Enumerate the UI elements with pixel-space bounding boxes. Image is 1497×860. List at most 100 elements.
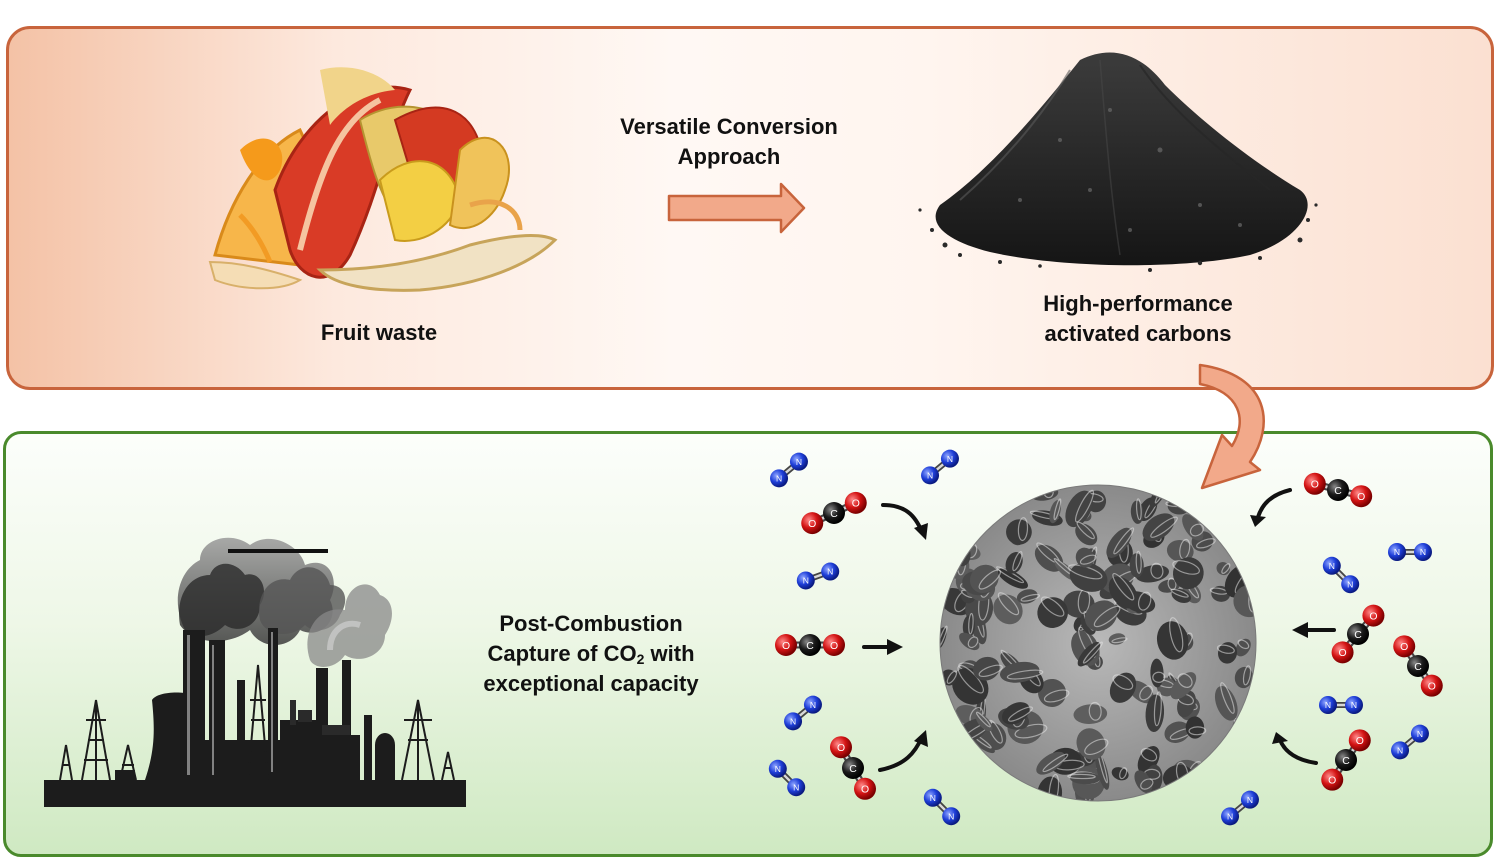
atom-letter: N bbox=[1420, 547, 1426, 557]
sem-pore bbox=[1135, 564, 1169, 583]
sem-pore-edge bbox=[1048, 773, 1060, 801]
fruit-waste-image bbox=[208, 67, 558, 292]
sem-pore-edge bbox=[941, 725, 960, 744]
sem-pore-edge bbox=[1112, 572, 1135, 601]
sem-pore bbox=[1194, 774, 1217, 798]
conversion-approach-label: Versatile Conversion Approach bbox=[579, 112, 879, 172]
co2-molecule: OCO bbox=[1393, 635, 1443, 697]
n2-molecule: NN bbox=[770, 452, 808, 488]
activated-carbon-pile-image bbox=[918, 52, 1318, 272]
sem-pore-edge bbox=[1215, 778, 1235, 796]
sem-pore-edge bbox=[1042, 753, 1069, 773]
sem-pore-edge bbox=[963, 521, 974, 545]
atom-o bbox=[823, 634, 845, 656]
atom-letter: C bbox=[1342, 756, 1350, 767]
sem-pore-edge bbox=[940, 530, 954, 545]
atom-o bbox=[801, 512, 824, 535]
atom-letter: O bbox=[830, 641, 838, 652]
capture-line-2-suffix: with bbox=[644, 641, 695, 666]
atom-n bbox=[803, 695, 822, 714]
atom-letter: O bbox=[1339, 648, 1347, 659]
flow-arrowhead-right bbox=[1292, 622, 1308, 638]
atom-o bbox=[1350, 485, 1373, 508]
flow-arrowhead-top-left bbox=[914, 523, 928, 540]
atom-o bbox=[1420, 674, 1443, 697]
sem-pore bbox=[956, 758, 988, 794]
activated-carbons-label: High-performance activated carbons bbox=[1008, 289, 1268, 349]
sem-pore-edge bbox=[1084, 738, 1109, 756]
sem-pore-edge bbox=[1228, 782, 1242, 796]
sem-pore bbox=[966, 485, 998, 506]
sem-pore-edge bbox=[968, 612, 974, 635]
atom-n bbox=[1319, 696, 1337, 714]
sem-pore-edge bbox=[970, 485, 985, 499]
sem-pore-edge bbox=[940, 708, 953, 730]
sem-pore-edge bbox=[978, 664, 1003, 678]
flow-arrow-curve-bottom-right bbox=[1278, 738, 1318, 765]
sem-pore bbox=[1241, 534, 1255, 548]
capture-line-2-prefix: Capture of CO bbox=[487, 641, 637, 666]
atom-o bbox=[775, 634, 797, 656]
sem-pore bbox=[940, 542, 965, 563]
sem-pore-edge bbox=[987, 719, 1003, 744]
atom-letter: N bbox=[776, 474, 782, 484]
atom-n bbox=[1221, 807, 1240, 826]
atom-letter: N bbox=[827, 567, 833, 577]
capture-line-3: exceptional capacity bbox=[483, 671, 699, 696]
capture-line-2: Capture of CO2 with bbox=[451, 639, 731, 669]
sem-pore-edge bbox=[1111, 637, 1128, 644]
sem-pore-edge bbox=[1243, 758, 1255, 775]
power-plant-image bbox=[44, 537, 466, 807]
atom-letter: N bbox=[810, 700, 816, 710]
sem-pore-edge bbox=[1237, 639, 1250, 650]
atom-n bbox=[1322, 556, 1341, 575]
atom-letter: N bbox=[1417, 729, 1423, 739]
sem-pore-edge bbox=[1139, 685, 1153, 701]
carbon-line-2: activated carbons bbox=[1044, 321, 1232, 346]
sem-pore-edge bbox=[946, 539, 960, 559]
sem-pore-edge bbox=[1112, 674, 1134, 691]
co2-subscript: 2 bbox=[636, 651, 645, 667]
atom-letter: N bbox=[775, 764, 781, 774]
atom-letter: N bbox=[1347, 579, 1353, 589]
sem-pore bbox=[940, 525, 956, 560]
atom-c bbox=[842, 757, 864, 779]
atom-o bbox=[1362, 604, 1385, 627]
sem-pore-edge bbox=[975, 711, 991, 728]
sem-pore-edge bbox=[1167, 577, 1177, 591]
atom-letter: C bbox=[1354, 630, 1362, 641]
atom-letter: O bbox=[782, 641, 790, 652]
sem-pore bbox=[1216, 506, 1233, 530]
atom-o bbox=[1303, 472, 1326, 495]
sem-pore-edge bbox=[1043, 689, 1070, 703]
n2-molecule: NN bbox=[1391, 724, 1429, 760]
atom-letter: O bbox=[1357, 492, 1365, 503]
co2-molecule: OCO bbox=[1321, 729, 1371, 791]
atom-n bbox=[796, 571, 815, 590]
sem-pore-edge bbox=[946, 670, 958, 684]
conversion-line-2: Approach bbox=[677, 144, 781, 169]
atom-n bbox=[784, 712, 803, 731]
sem-pore-edge bbox=[1074, 489, 1094, 523]
atom-letter: O bbox=[808, 519, 816, 530]
sem-pore bbox=[953, 749, 977, 776]
atom-o bbox=[1321, 768, 1344, 791]
curved-arrow bbox=[1198, 363, 1265, 490]
sem-pore-edge bbox=[1150, 516, 1178, 538]
co2-molecule: OCO bbox=[830, 736, 876, 800]
atom-letter: N bbox=[1397, 746, 1403, 756]
atom-o bbox=[854, 777, 876, 800]
atom-letter: O bbox=[852, 499, 860, 510]
atom-letter: N bbox=[1247, 795, 1253, 805]
sem-pore bbox=[1213, 508, 1246, 536]
sem-pore-edge bbox=[1234, 485, 1253, 493]
sem-pore-edge bbox=[1177, 673, 1193, 688]
sem-pore-edge bbox=[1216, 644, 1235, 654]
sem-pore-edge bbox=[1220, 504, 1231, 526]
sem-pore-edge bbox=[1211, 511, 1241, 524]
sem-pore-edge bbox=[1169, 617, 1184, 653]
atom-n bbox=[1388, 543, 1406, 561]
